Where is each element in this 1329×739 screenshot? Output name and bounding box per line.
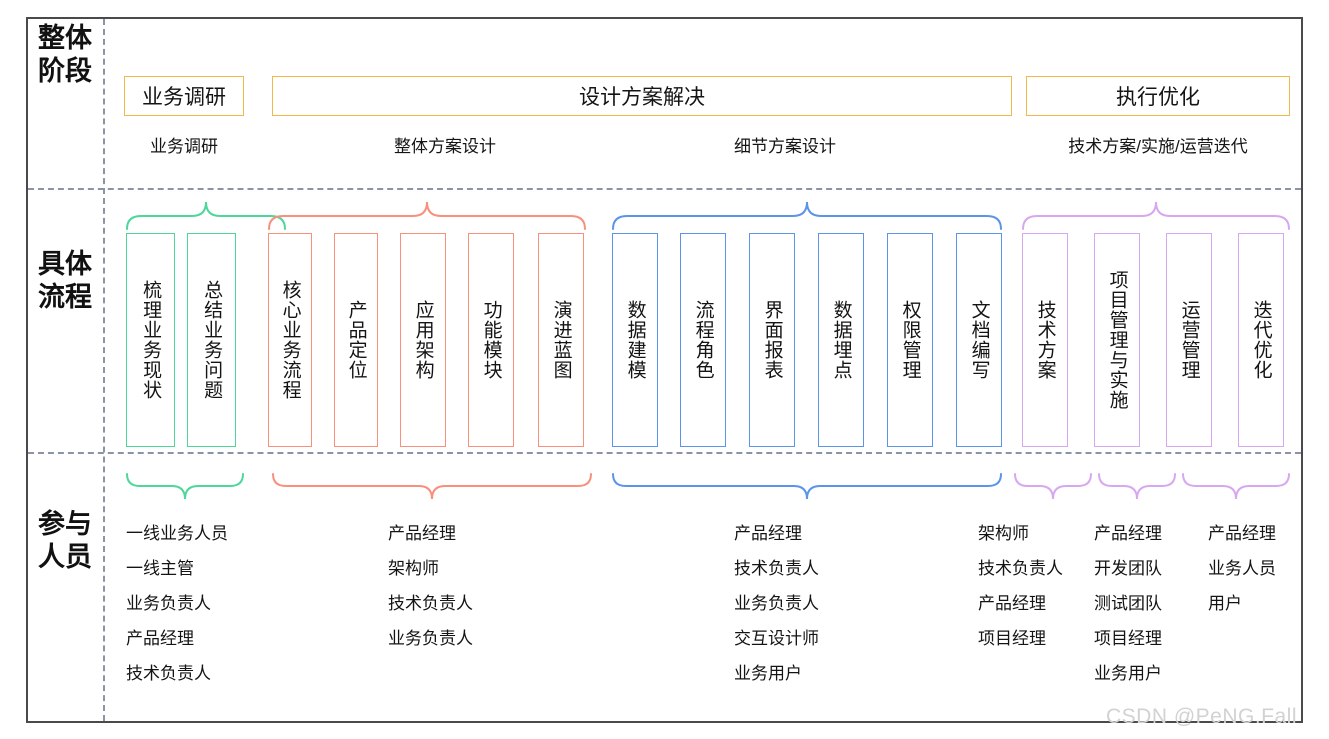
people-item: 产品经理 [1208, 524, 1276, 543]
people-item: 技术负责人 [978, 559, 1063, 578]
people-item: 业务用户 [734, 664, 802, 683]
people-column-2: 产品经理架构师技术负责人业务负责人 [388, 516, 473, 656]
row-divider-flow-people [28, 452, 1301, 454]
process-box-label: 演进蓝图 [550, 300, 572, 380]
people-item: 用户 [1208, 594, 1242, 613]
process-box-label: 数据建模 [624, 300, 646, 380]
process-box-3-3: 界面报表 [749, 233, 795, 447]
stage-box-2: 设计方案解决 [272, 76, 1012, 116]
people-item: 一线业务人员 [126, 524, 228, 543]
people-column-4: 架构师技术负责人产品经理项目经理 [978, 516, 1063, 656]
people-brace-4 [1014, 473, 1092, 512]
people-column-5: 产品经理开发团队测试团队项目经理业务用户 [1094, 516, 1162, 691]
process-box-label: 运营管理 [1178, 300, 1200, 380]
process-box-4-3: 运营管理 [1166, 233, 1212, 447]
process-box-3-5: 权限管理 [887, 233, 933, 447]
row-divider-stage-flow [28, 188, 1301, 190]
people-brace-1 [126, 473, 244, 512]
stage-box-label: 业务调研 [142, 86, 226, 109]
people-brace-2 [272, 473, 592, 512]
process-box-2-5: 演进蓝图 [538, 233, 584, 447]
diagram-frame [26, 17, 1303, 723]
process-box-3-6: 文档编写 [956, 233, 1002, 447]
process-box-label: 产品定位 [345, 300, 367, 380]
process-box-4-1: 技术方案 [1022, 233, 1068, 447]
people-column-6: 产品经理业务人员用户 [1208, 516, 1276, 621]
watermark: CSDN @PeNG.Fall [1105, 705, 1297, 728]
people-item: 架构师 [978, 524, 1029, 543]
row-label-overall-stage: 整体阶段 [38, 23, 92, 86]
process-box-label: 流程角色 [692, 300, 714, 380]
people-item: 技术负责人 [126, 664, 211, 683]
process-box-label: 数据埋点 [830, 300, 852, 380]
process-brace-2 [268, 196, 586, 235]
people-item: 项目经理 [1094, 629, 1162, 648]
people-item: 技术负责人 [734, 559, 819, 578]
process-box-1-1: 梳理业务现状 [126, 233, 175, 447]
people-brace-6 [1182, 473, 1290, 512]
process-box-label: 界面报表 [761, 300, 783, 380]
process-box-4-4: 迭代优化 [1238, 233, 1284, 447]
people-item: 测试团队 [1094, 594, 1162, 613]
process-box-3-4: 数据埋点 [818, 233, 864, 447]
stage-box-label: 执行优化 [1116, 86, 1200, 109]
people-column-3: 产品经理技术负责人业务负责人交互设计师业务用户 [734, 516, 819, 691]
row-label-participants: 参与人员 [38, 509, 92, 572]
process-box-2-4: 功能模块 [468, 233, 514, 447]
process-brace-1 [126, 196, 286, 235]
process-box-3-1: 数据建模 [612, 233, 658, 447]
process-box-label: 应用架构 [412, 300, 434, 380]
stage-box-3: 执行优化 [1026, 76, 1290, 116]
stage-caption-1: 业务调研 [150, 137, 218, 156]
people-item: 一线主管 [126, 559, 194, 578]
row-label-detailed-process: 具体流程 [38, 249, 92, 312]
stage-box-label: 设计方案解决 [579, 86, 705, 109]
process-box-label: 梳理业务现状 [140, 280, 162, 400]
process-box-label: 技术方案 [1034, 300, 1056, 380]
stage-caption-2: 整体方案设计 [394, 137, 496, 156]
people-item: 产品经理 [1094, 524, 1162, 543]
people-item: 业务负责人 [126, 594, 211, 613]
stage-caption-4: 技术方案/实施/运营迭代 [1068, 137, 1248, 156]
people-item: 业务用户 [1094, 664, 1162, 683]
process-box-label: 文档编写 [968, 300, 990, 380]
process-box-2-2: 产品定位 [334, 233, 378, 447]
row-label-divider [103, 19, 105, 721]
process-box-1-2: 总结业务问题 [187, 233, 236, 447]
process-box-label: 迭代优化 [1250, 300, 1272, 380]
people-item: 架构师 [388, 559, 439, 578]
people-brace-3 [612, 473, 1002, 512]
people-item: 项目经理 [978, 629, 1046, 648]
process-box-label: 核心业务流程 [279, 280, 301, 400]
process-brace-3 [612, 196, 1002, 235]
process-box-label: 功能模块 [480, 300, 502, 380]
people-item: 产品经理 [734, 524, 802, 543]
people-column-1: 一线业务人员一线主管业务负责人产品经理技术负责人 [126, 516, 228, 691]
process-brace-4 [1022, 196, 1290, 235]
process-box-2-3: 应用架构 [400, 233, 446, 447]
process-box-3-2: 流程角色 [680, 233, 726, 447]
stage-box-1: 业务调研 [124, 76, 244, 116]
people-item: 技术负责人 [388, 594, 473, 613]
process-box-4-2: 项目管理与实施 [1094, 233, 1140, 447]
people-item: 产品经理 [388, 524, 456, 543]
process-box-2-1: 核心业务流程 [268, 233, 312, 447]
people-item: 产品经理 [978, 594, 1046, 613]
people-item: 产品经理 [126, 629, 194, 648]
process-box-label: 总结业务问题 [201, 280, 223, 400]
people-item: 业务负责人 [734, 594, 819, 613]
process-box-label: 项目管理与实施 [1106, 270, 1128, 410]
people-item: 业务负责人 [388, 629, 473, 648]
people-brace-5 [1098, 473, 1176, 512]
stage-caption-3: 细节方案设计 [734, 137, 836, 156]
process-box-label: 权限管理 [899, 300, 921, 380]
people-item: 交互设计师 [734, 629, 819, 648]
people-item: 业务人员 [1208, 559, 1276, 578]
people-item: 开发团队 [1094, 559, 1162, 578]
